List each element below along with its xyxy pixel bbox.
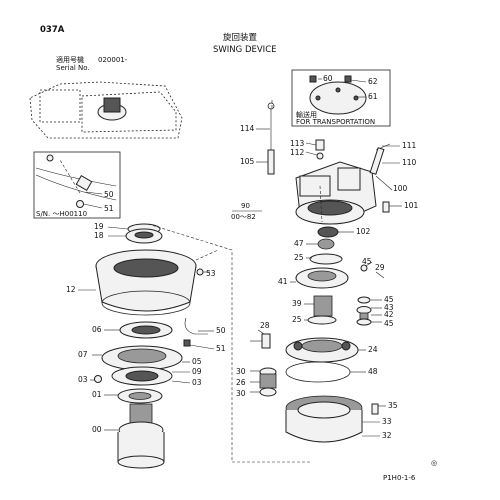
callout-101: 101 xyxy=(404,201,419,210)
callout-03-right: 03 xyxy=(192,378,202,387)
left-inset-panel: 50 51 S/N. ～H00110 xyxy=(33,151,121,219)
callout-60: 60 xyxy=(323,74,333,83)
callout-61: 61 xyxy=(368,92,378,101)
torque-value: 90 xyxy=(241,202,250,210)
torque-range: 00～82 xyxy=(231,213,256,221)
callout-12: 12 xyxy=(66,285,76,294)
callout-53: 53 xyxy=(206,269,216,278)
callout-28: 28 xyxy=(260,321,270,330)
transport-note-jp: 輸送用 xyxy=(296,110,317,119)
callout-62: 62 xyxy=(368,77,378,86)
callout-19: 19 xyxy=(94,222,104,231)
ring-gear-housing: 35 33 32 xyxy=(285,395,398,443)
callout-112: 112 xyxy=(290,148,305,157)
callout-114: 114 xyxy=(240,124,255,133)
callout-41: 41 xyxy=(278,277,288,286)
shaft-gear-stack: 102 47 25 41 39 25 45 29 45 43 42 xyxy=(278,226,394,328)
title-en: SWING DEVICE xyxy=(213,45,277,55)
carrier-assembly: 24 48 28 30 26 30 xyxy=(236,321,378,398)
callout-45-bottom: 45 xyxy=(384,319,394,328)
callout-33: 33 xyxy=(382,417,392,426)
callout-06: 06 xyxy=(92,325,102,334)
callout-102: 102 xyxy=(356,227,371,236)
callout-30-lower: 30 xyxy=(236,389,246,398)
left-output-stack: 19 18 12 53 50 51 06 07 05 09 xyxy=(66,222,226,469)
callout-29: 29 xyxy=(375,263,385,272)
callout-25-upper: 25 xyxy=(294,253,304,262)
callout-100: 100 xyxy=(393,184,408,193)
callout-43: 43 xyxy=(384,303,394,312)
excavator-sketch xyxy=(29,81,183,139)
callout-35: 35 xyxy=(388,401,398,410)
callout-51-inset: 51 xyxy=(104,204,114,213)
callout-45-mid: 45 xyxy=(384,295,394,304)
swing-motor-assembly: 113 112 100 111 110 101 xyxy=(290,139,419,225)
callout-105: 105 xyxy=(240,157,255,166)
callout-26: 26 xyxy=(236,378,246,387)
callout-39: 39 xyxy=(292,299,302,308)
callout-00: 00 xyxy=(92,425,102,434)
callout-110: 110 xyxy=(402,158,417,167)
callout-09: 09 xyxy=(192,367,202,376)
callout-18: 18 xyxy=(94,231,104,240)
serial-label-jp: 適用号機 xyxy=(56,55,84,64)
level-gauge-114: 114 105 xyxy=(240,102,275,175)
transport-note-en: FOR TRANSPORTATION xyxy=(296,118,375,126)
page-code: 037A xyxy=(40,25,65,35)
callout-50: 50 xyxy=(216,326,226,335)
figure-code: P1H0-1-6 xyxy=(383,474,416,482)
assembly-guide-lines xyxy=(59,100,323,463)
callout-32: 32 xyxy=(382,431,392,440)
title-jp: 旋回装置 xyxy=(223,32,258,43)
callout-24: 24 xyxy=(368,345,378,354)
callout-51: 51 xyxy=(216,344,226,353)
callout-42: 42 xyxy=(384,310,394,319)
callout-07: 07 xyxy=(78,350,88,359)
serial-label-en: Serial No. xyxy=(56,64,90,72)
callout-45-top: 45 xyxy=(362,257,372,266)
callout-50-inset: 50 xyxy=(104,190,114,199)
callout-48: 48 xyxy=(368,367,378,376)
callout-03-left: 03 xyxy=(78,375,88,384)
callout-01: 01 xyxy=(92,390,102,399)
inset-serial-note: S/N. ～H00110 xyxy=(36,210,87,218)
callout-30-upper: 30 xyxy=(236,367,246,376)
serial-value: 020001- xyxy=(98,56,128,64)
callout-47: 47 xyxy=(294,239,304,248)
page-marker: ◎ xyxy=(431,459,437,467)
callout-111: 111 xyxy=(402,141,417,150)
callout-25-lower: 25 xyxy=(292,315,302,324)
callout-05: 05 xyxy=(192,357,202,366)
transport-inset-panel: 60 62 61 輸送用 FOR TRANSPORTATION xyxy=(291,69,391,127)
callout-113: 113 xyxy=(290,139,305,148)
